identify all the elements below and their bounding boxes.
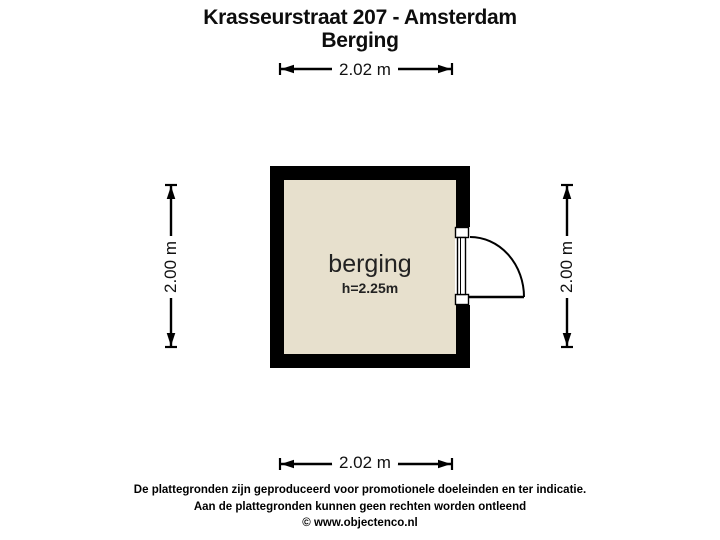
room-label: berging h=2.25m: [270, 250, 470, 297]
dimension-label-left: 2.00 m: [159, 236, 183, 298]
dimension-label-right: 2.00 m: [555, 236, 579, 298]
dimension-label-top: 2.02 m: [332, 57, 398, 82]
room-name: berging: [328, 250, 412, 278]
door-panel: [456, 236, 467, 296]
room-walls: [270, 166, 470, 368]
page-title: Krasseurstraat 207 - Amsterdam: [203, 6, 517, 29]
door-jamb-top: [454, 226, 470, 239]
door-swing-arc: [469, 236, 525, 298]
page-subtitle: Berging: [321, 29, 399, 52]
door-jamb-bottom: [454, 293, 470, 306]
dimension-label-right-text: 2.00 m: [557, 241, 577, 293]
room-ceiling-height: h=2.25m: [341, 280, 399, 296]
dimension-label-left-text: 2.00 m: [161, 241, 181, 293]
door: [454, 226, 525, 306]
footer-disclaimer-line2: Aan de plattegronden kunnen geen rechten…: [193, 501, 527, 513]
footer-copyright: © www.objectenco.nl: [302, 517, 418, 529]
footer-disclaimer-line1: De plattegronden zijn geproduceerd voor …: [133, 484, 587, 496]
dimension-label-bottom: 2.02 m: [332, 450, 398, 475]
